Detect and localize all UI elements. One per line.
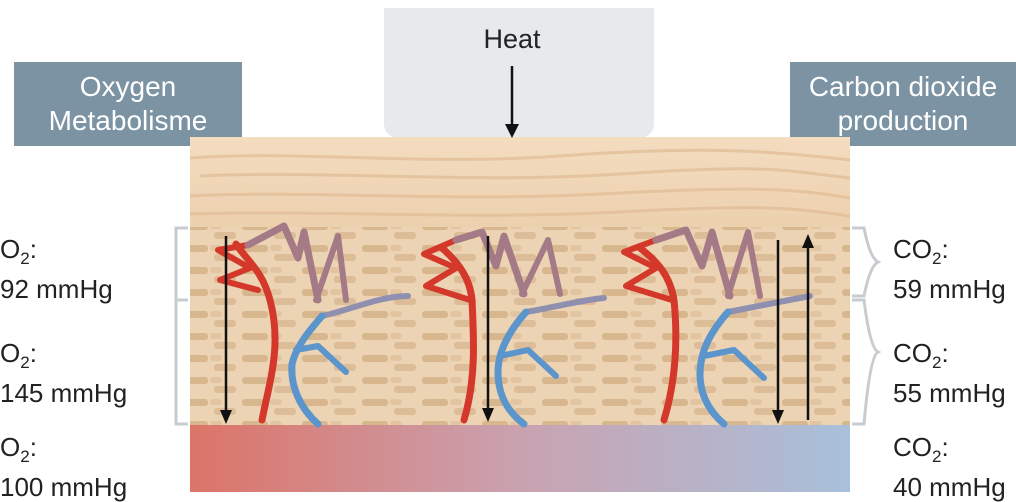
o2-value-upper: O2: 92 mmHg bbox=[0, 234, 113, 304]
right-brackets bbox=[852, 228, 878, 424]
co2-middle-mmhg: 55 mmHg bbox=[893, 378, 1006, 408]
blood-layer bbox=[190, 425, 850, 492]
co2-value-upper: CO2: 59 mmHg bbox=[893, 234, 1006, 304]
co2-upper-mmhg: 59 mmHg bbox=[893, 274, 1006, 304]
co2-lower-mmhg: 40 mmHg bbox=[893, 472, 1006, 502]
o2-lower-mmhg: 100 mmHg bbox=[0, 472, 127, 502]
o2-middle-mmhg: 145 mmHg bbox=[0, 378, 127, 408]
o2-value-middle: O2: 145 mmHg bbox=[0, 338, 127, 408]
heat-arrow bbox=[505, 66, 519, 138]
o2-upper-mmhg: 92 mmHg bbox=[0, 274, 113, 304]
left-brackets bbox=[176, 228, 188, 424]
co2-value-middle: CO2: 55 mmHg bbox=[893, 338, 1006, 408]
